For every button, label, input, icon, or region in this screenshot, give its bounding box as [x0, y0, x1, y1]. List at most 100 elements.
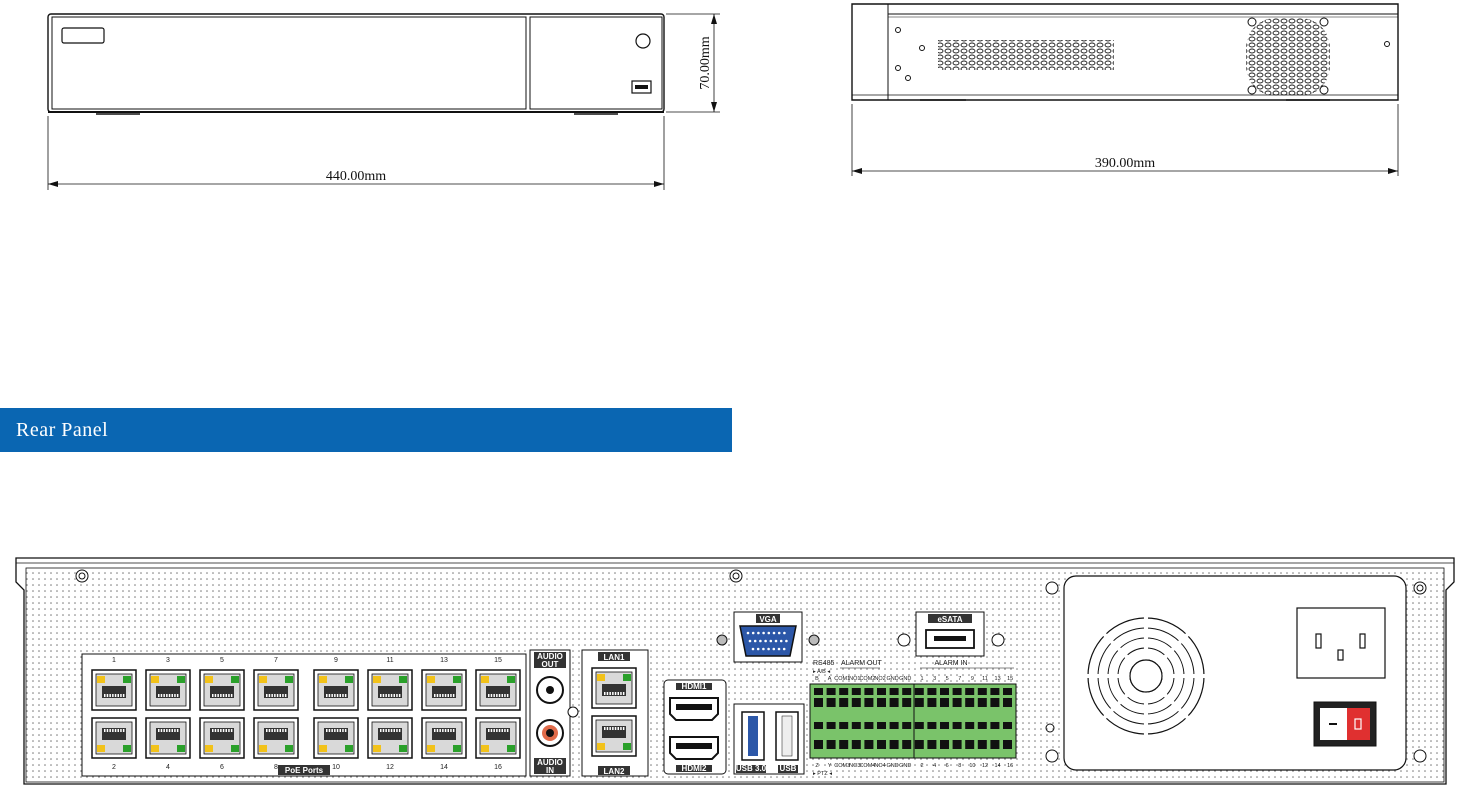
side-fan-grille [1246, 18, 1330, 96]
poe-port-8[interactable] [253, 717, 299, 759]
led-yellow [97, 745, 105, 752]
terminal-screw [889, 688, 899, 695]
terminal-screw [902, 688, 912, 695]
poe-port-14[interactable] [421, 717, 467, 759]
terminal-label: GND [899, 763, 911, 769]
alarm-in-number: 4 [933, 763, 936, 769]
led-green [507, 745, 515, 752]
terminal-label: COM2 [859, 676, 875, 682]
poe-port-15[interactable] [475, 669, 521, 711]
terminal-screw [965, 688, 975, 695]
poe-port-5[interactable] [199, 669, 245, 711]
rj45-socket [432, 728, 456, 740]
terminal-screw [952, 688, 962, 695]
vga-pins [746, 631, 788, 651]
led-yellow [319, 745, 327, 752]
lan2-port[interactable] [591, 715, 637, 757]
terminal-label: NO4 [874, 763, 885, 769]
led-green [285, 676, 293, 683]
front-view [47, 13, 665, 115]
rj45-socket [210, 686, 234, 698]
poe-port-7[interactable] [253, 669, 299, 711]
terminal-screw [952, 722, 962, 729]
poe-port-13[interactable] [421, 669, 467, 711]
terminal-screw [927, 688, 937, 695]
vga-pin [746, 631, 750, 635]
alarm-out-label: ALARM OUT [841, 660, 883, 667]
vga-pin [785, 639, 788, 643]
poe-port-9[interactable] [313, 669, 359, 711]
terminal-screw [1003, 688, 1012, 695]
front-width-label: 440.00mm [326, 169, 386, 184]
poe-port-number: 6 [220, 764, 224, 771]
rj45-socket [486, 728, 510, 740]
terminal-screw [864, 698, 874, 707]
terminal-screw [977, 740, 987, 749]
ptz-sub-label: ▸ PTZ ◂ [813, 771, 832, 777]
poe-port-4[interactable] [145, 717, 191, 759]
terminal-screw [851, 722, 861, 729]
terminal-screw [889, 698, 899, 707]
vga-pin [767, 631, 771, 635]
vga-pin [753, 639, 757, 643]
terminal-screw [1003, 698, 1012, 707]
terminal-screw [940, 722, 949, 729]
led-yellow [427, 745, 435, 752]
alarm-in-number: 1 [920, 676, 923, 682]
audio-in-label-2: IN [546, 766, 554, 775]
vga-pin [779, 639, 783, 643]
poe-port-6[interactable] [199, 717, 245, 759]
terminal-screw [877, 688, 886, 695]
poe-port-number: 1 [112, 657, 116, 664]
rj45-socket [102, 728, 126, 740]
led-green [453, 745, 461, 752]
hdmi2-label: HDMI2 [682, 764, 707, 773]
alarm-in-number: 13 [995, 676, 1001, 682]
terminal-label: NO1 [849, 676, 860, 682]
terminal-screw [877, 698, 886, 707]
rj45-socket [432, 686, 456, 698]
terminal-label: COM4 [859, 763, 875, 769]
terminal-screw [965, 698, 975, 707]
usb3-label: USB 3.0 [736, 764, 767, 773]
terminal-screw [927, 722, 937, 729]
vga-pin [783, 631, 786, 635]
poe-port-number: 9 [334, 657, 338, 664]
terminal-screw [952, 698, 962, 707]
alarm-in-number: 3 [933, 676, 936, 682]
poe-port-1[interactable] [91, 669, 137, 711]
terminal-screw [826, 688, 836, 695]
poe-port-2[interactable] [91, 717, 137, 759]
vga-pin [767, 647, 770, 651]
poe-port-number: 10 [332, 764, 340, 771]
terminal-screw [914, 740, 924, 749]
poe-port-16[interactable] [475, 717, 521, 759]
lan1-port[interactable] [591, 667, 637, 709]
terminal-screw [839, 722, 849, 729]
poe-port-3[interactable] [145, 669, 191, 711]
terminal-screw [814, 688, 823, 695]
terminal-screw [826, 722, 836, 729]
vga-pin [757, 631, 760, 635]
alarm-in-number: 11 [982, 676, 988, 682]
side-vent-grille [938, 40, 1114, 70]
vga-pin [777, 631, 781, 635]
terminal-screw [877, 740, 886, 749]
rj45-socket [210, 728, 234, 740]
lan2-label: LAN2 [604, 767, 625, 776]
led-green [123, 676, 131, 683]
led-green [623, 743, 631, 750]
terminal-screw [927, 698, 937, 707]
led-yellow [259, 676, 267, 683]
terminal-screw [851, 740, 861, 749]
alarm-in-label: ALARM IN [934, 660, 967, 667]
alarm-in-number: 5 [946, 676, 949, 682]
poe-port-10[interactable] [313, 717, 359, 759]
lan1-label: LAN1 [604, 653, 625, 662]
side-depth-label: 390.00mm [1095, 156, 1155, 171]
poe-port-12[interactable] [367, 717, 413, 759]
power-inlet[interactable] [1296, 607, 1386, 679]
led-green [177, 745, 185, 752]
poe-port-11[interactable] [367, 669, 413, 711]
led-green [623, 674, 631, 681]
